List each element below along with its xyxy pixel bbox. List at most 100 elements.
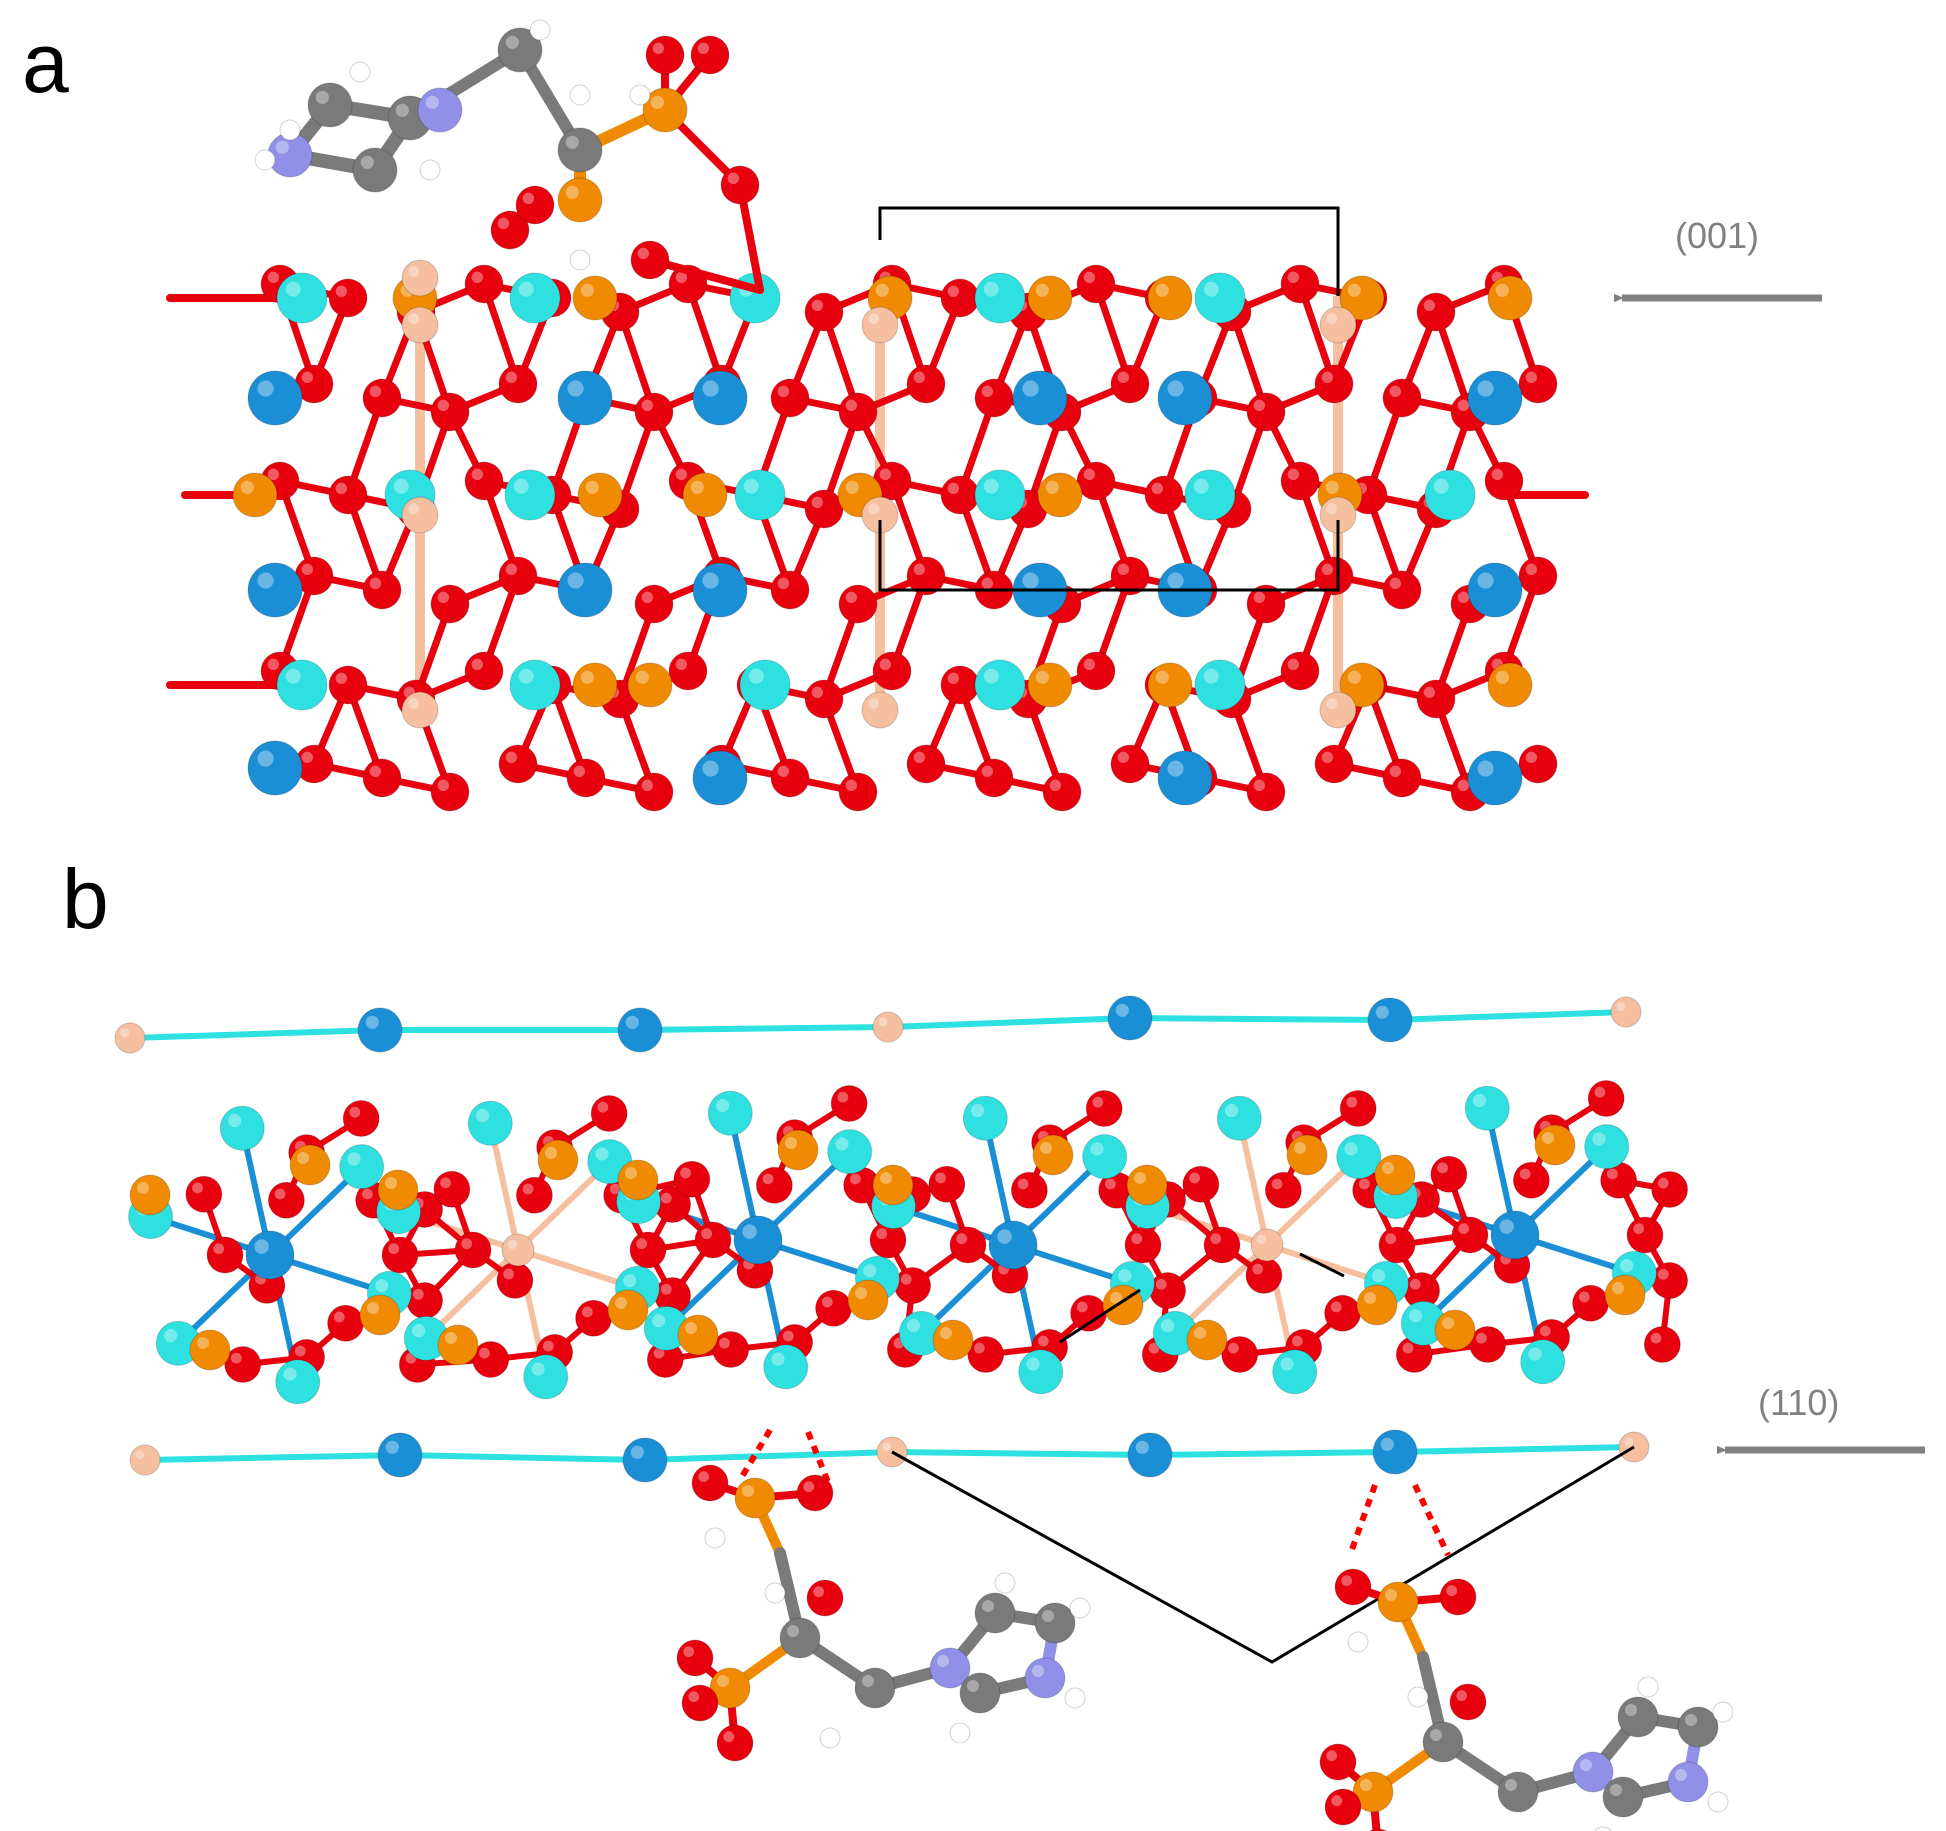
oxygen-atom bbox=[1572, 1284, 1610, 1322]
oxygen-atom bbox=[1439, 1578, 1477, 1616]
oxygen-atom bbox=[1378, 1226, 1416, 1264]
phosphorus-atom bbox=[1434, 1309, 1476, 1351]
oxygen-atom bbox=[1339, 1090, 1377, 1128]
phosphorus-atom bbox=[572, 275, 618, 321]
oxygen-atom bbox=[1110, 556, 1150, 596]
framework-node bbox=[401, 691, 439, 729]
phosphorus-atom bbox=[377, 1169, 419, 1211]
phosphorus-atom bbox=[572, 662, 618, 708]
oxygen-atom bbox=[224, 1345, 262, 1383]
hydrogen-atom bbox=[569, 249, 591, 271]
calcium-atom bbox=[1157, 370, 1213, 426]
oxygen-atom bbox=[645, 35, 685, 75]
phosphorus-atom bbox=[872, 1164, 914, 1206]
frame-atom bbox=[617, 1007, 663, 1053]
calcium-atom bbox=[557, 370, 613, 426]
oxygen-atom bbox=[185, 1175, 223, 1213]
oxygen-atom bbox=[362, 570, 402, 610]
oxygen-atom bbox=[1076, 651, 1116, 691]
oxygen-atom bbox=[1449, 1683, 1487, 1721]
frame-atom bbox=[622, 1437, 668, 1483]
phosphorus-atom bbox=[1032, 1134, 1074, 1176]
oxygen-atom bbox=[430, 584, 470, 624]
oxygen-atom bbox=[1382, 570, 1422, 610]
calcium-atom bbox=[1194, 272, 1246, 324]
oxygen-atom bbox=[267, 1181, 305, 1219]
oxygen-atom bbox=[830, 1085, 868, 1123]
molecule-atom bbox=[854, 1667, 896, 1709]
oxygen-atom bbox=[906, 744, 946, 784]
hydrogen-atom bbox=[419, 159, 441, 181]
framework-node bbox=[1250, 1228, 1284, 1262]
oxygen-atom bbox=[1246, 772, 1286, 812]
frame-atom bbox=[1367, 997, 1413, 1043]
phosphorus-atom bbox=[1487, 662, 1533, 708]
hydrogen-atom bbox=[349, 61, 371, 83]
phosphorus-atom bbox=[682, 472, 728, 518]
molecule-atom bbox=[557, 127, 603, 173]
phosphorus-atom bbox=[1534, 1124, 1576, 1166]
calcium-atom bbox=[1424, 469, 1476, 521]
phosphorus-atom bbox=[1037, 472, 1083, 518]
oxygen-atom bbox=[1110, 364, 1150, 404]
oxygen-atom bbox=[406, 1282, 444, 1320]
phosphorus-atom bbox=[1286, 1134, 1328, 1176]
calcium-atom bbox=[1584, 1124, 1630, 1170]
hydrogen-atom bbox=[1707, 1791, 1729, 1813]
adsorbate-molecule-b1 bbox=[676, 1464, 1091, 1762]
panel-b-letter: b bbox=[62, 852, 109, 946]
phosphorus-atom bbox=[1356, 1284, 1398, 1326]
oxygen-atom bbox=[1221, 1335, 1259, 1373]
oxygen-atom bbox=[1280, 461, 1320, 501]
oxygen-atom bbox=[974, 758, 1014, 798]
frame-atom bbox=[114, 1022, 146, 1054]
oxygen-atom bbox=[328, 278, 368, 318]
oxygen-atom bbox=[940, 475, 980, 515]
phosphorus-atom bbox=[129, 1174, 171, 1216]
calcium-atom bbox=[1157, 750, 1213, 806]
frame-atom bbox=[872, 1011, 904, 1043]
calcium-atom bbox=[247, 562, 303, 618]
oxygen-atom bbox=[498, 556, 538, 596]
oxygen-atom bbox=[940, 665, 980, 705]
panel-a: a (001) bbox=[22, 16, 1822, 812]
calcium-atom bbox=[1216, 1095, 1262, 1141]
phosphorus-atom bbox=[189, 1329, 231, 1371]
oxygen-atom bbox=[1324, 1788, 1362, 1826]
calcium-atom bbox=[1082, 1134, 1128, 1180]
molecule-atom bbox=[1667, 1761, 1709, 1803]
oxygen-atom bbox=[590, 1095, 628, 1133]
calcium-atom bbox=[734, 469, 786, 521]
oxygen-atom bbox=[1076, 264, 1116, 304]
calcium-atom bbox=[275, 1359, 321, 1405]
oxygen-atom bbox=[464, 651, 504, 691]
frame-atom bbox=[1610, 996, 1642, 1028]
calcium-atom bbox=[1520, 1339, 1566, 1385]
phosphorus-atom bbox=[1339, 662, 1385, 708]
oxygen-atom bbox=[362, 378, 402, 418]
oxygen-atom bbox=[668, 651, 708, 691]
calcium-atom bbox=[707, 1090, 753, 1136]
frame-atom bbox=[1372, 1429, 1418, 1475]
calcium-atom bbox=[962, 1095, 1008, 1141]
unit-cell-b bbox=[891, 1252, 1635, 1664]
oxygen-atom bbox=[1070, 1294, 1108, 1332]
hydrogen-atom bbox=[279, 119, 301, 141]
phosphorus-atom bbox=[437, 1324, 479, 1366]
oxygen-atom bbox=[206, 1236, 244, 1274]
phosphorus-atom bbox=[1147, 275, 1193, 321]
oxygen-atom bbox=[770, 758, 810, 798]
hydrogen-atom bbox=[1712, 1701, 1734, 1723]
oxygen-atom bbox=[515, 1176, 553, 1214]
oxygen-atom bbox=[804, 489, 844, 529]
oxygen-atom bbox=[804, 679, 844, 719]
phosphorus-atom bbox=[607, 1289, 649, 1331]
phosphorus-atom bbox=[627, 662, 673, 708]
calcium-atom bbox=[247, 740, 303, 796]
framework-node bbox=[501, 1233, 535, 1267]
oxygen-atom bbox=[1469, 1325, 1507, 1363]
calcium-atom bbox=[692, 750, 748, 806]
oxygen-atom bbox=[454, 1231, 492, 1269]
molecule-atom bbox=[1352, 1771, 1394, 1813]
